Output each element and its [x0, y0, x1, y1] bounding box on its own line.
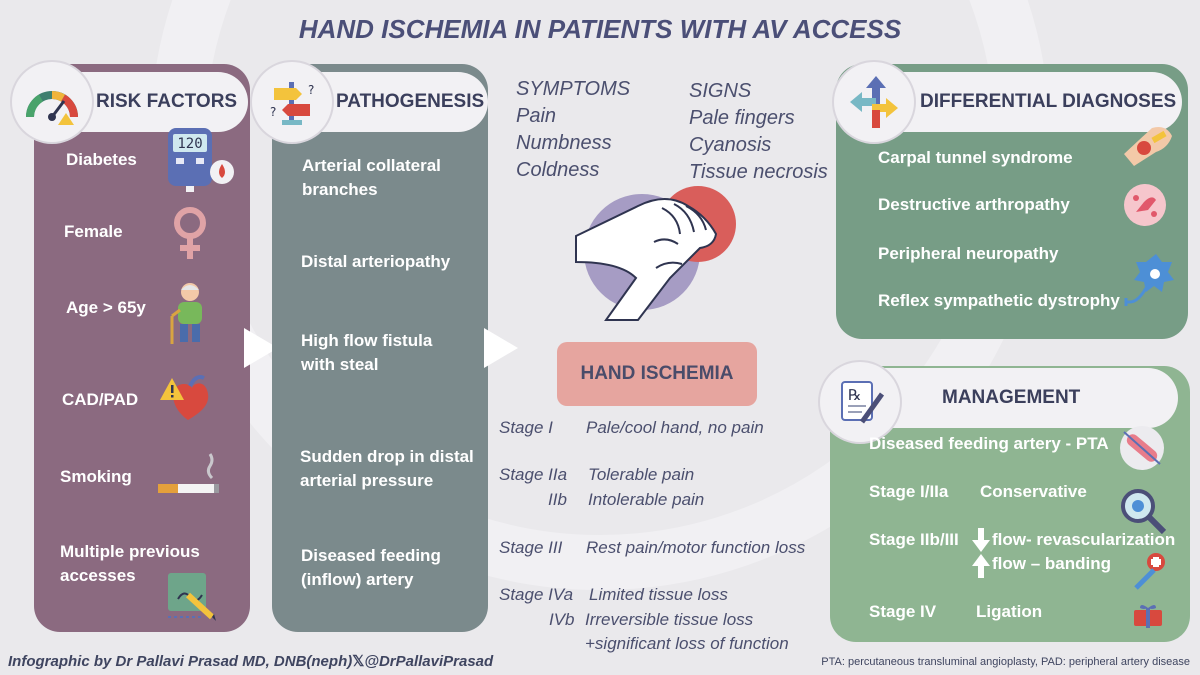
- risk-factors-heading: RISK FACTORS: [96, 91, 238, 112]
- pathogenesis-panel: [272, 64, 488, 632]
- mg-ligation: Ligation: [976, 602, 1043, 621]
- svg-text:?: ?: [270, 105, 276, 119]
- ligation-icon: [1132, 602, 1164, 628]
- pathogenesis-item-steal: High flow fistula with steal: [301, 331, 433, 374]
- cigarette-icon: [156, 450, 222, 498]
- stage-iib-desc: Intolerable pain: [588, 490, 705, 509]
- neuron-icon: [1122, 252, 1176, 310]
- prescription-icon: ℞: [820, 362, 900, 442]
- stage-iib-label: IIb: [548, 490, 567, 509]
- female-symbol-icon: [170, 205, 210, 261]
- arrow-up-icon: [972, 554, 990, 578]
- dd-item-arthropathy: Destructive arthropathy: [878, 195, 1070, 214]
- stage-i-label: Stage I: [499, 418, 553, 437]
- mg-stage-iib-iii: Stage IIb/III: [869, 530, 959, 549]
- stage-iii-label: Stage III: [499, 538, 563, 557]
- dd-item-carpal-tunnel: Carpal tunnel syndrome: [878, 148, 1073, 167]
- risk-item-age: Age > 65y: [66, 298, 146, 317]
- elderly-person-icon: [164, 280, 216, 346]
- symptom-pain: Pain: [516, 105, 557, 127]
- mg-conservative: Conservative: [980, 482, 1087, 501]
- risk-factors-panel: [34, 64, 250, 632]
- svg-text:℞: ℞: [848, 386, 861, 404]
- balloon-catheter-icon: [1118, 424, 1166, 472]
- svg-text:?: ?: [308, 83, 314, 97]
- stage-i-desc: Pale/cool hand, no pain: [586, 418, 764, 437]
- mg-feeding-artery: Diseased feeding artery - PTA: [869, 434, 1109, 453]
- dd-item-neuropathy: Peripheral neuropathy: [878, 244, 1059, 263]
- signs-heading: SIGNS: [689, 80, 752, 102]
- document-pen-icon: [164, 565, 220, 621]
- symptom-coldness: Coldness: [516, 159, 600, 181]
- arrow-down-icon: [972, 528, 990, 552]
- pathogenesis-heading: PATHOGENESIS: [336, 91, 485, 112]
- pathogenesis-item-arteriopathy: Distal arteriopathy: [301, 252, 451, 271]
- wrist-icon: [1122, 124, 1176, 170]
- management-header: MANAGEMENT: [866, 368, 1178, 428]
- mg-stage-iv: Stage IV: [869, 602, 937, 621]
- symptoms-heading: SYMPTOMS: [516, 78, 631, 100]
- page-title: HAND ISCHEMIA IN PATIENTS WITH AV ACCESS: [298, 14, 902, 44]
- footer-abbreviations: PTA: percutaneous transluminal angioplas…: [821, 656, 1190, 668]
- stage-iia-desc: Tolerable pain: [588, 465, 695, 484]
- hand-ischemia-illustration: [566, 182, 756, 332]
- signpost-icon: ? ?: [252, 62, 332, 142]
- risk-item-cad-pad: CAD/PAD: [62, 390, 139, 409]
- sign-cyanosis: Cyanosis: [689, 134, 772, 156]
- footer-handle: @DrPallaviPrasad: [364, 653, 494, 670]
- sign-pale-fingers: Pale fingers: [689, 107, 795, 129]
- pathogenesis-item-feeding-artery: Diseased feeding (inflow) artery: [301, 546, 441, 589]
- stage-iii-desc: Rest pain/motor function loss: [586, 538, 806, 557]
- x-logo-icon: 𝕏: [352, 653, 365, 670]
- stage-iia-label: Stage IIa: [499, 465, 568, 484]
- management-heading: MANAGEMENT: [942, 387, 1081, 408]
- risk-item-multiple-accesses: Multiple previous accesses: [60, 542, 200, 585]
- glucometer-icon: 120: [164, 126, 236, 192]
- stage-iva-label: Stage IVa: [499, 585, 574, 604]
- stage-ivb-desc-extra: +significant loss of function: [585, 634, 789, 653]
- syringe-icon: [1132, 552, 1168, 592]
- hand-ischemia-box: HAND ISCHEMIA: [557, 342, 757, 406]
- heart-warning-icon: [160, 370, 212, 424]
- footer-credit: Infographic by Dr Pallavi Prasad MD, DNB…: [8, 652, 493, 670]
- stage-ivb-desc: Irreversible tissue loss: [585, 610, 754, 629]
- glucometer-reading: 120: [177, 136, 202, 152]
- joint-icon: [1122, 182, 1168, 228]
- stage-iva-desc: Limited tissue loss: [589, 585, 728, 604]
- mg-revascularization: flow- revascularization: [992, 530, 1176, 549]
- symptom-numbness: Numbness: [516, 132, 612, 154]
- risk-item-smoking: Smoking: [60, 467, 132, 486]
- arrow-pathogenesis-to-ischemia: [484, 328, 518, 368]
- risk-item-female: Female: [64, 222, 123, 241]
- mg-stage-i-iia: Stage I/IIa: [869, 482, 949, 501]
- dd-item-reflex-dystrophy: Reflex sympathetic dystrophy: [878, 291, 1120, 310]
- mg-banding: flow – banding: [992, 554, 1111, 573]
- magnifier-icon: [1118, 486, 1168, 536]
- gauge-icon: [12, 62, 92, 142]
- differential-header: DIFFERENTIAL DIAGNOSES: [872, 72, 1182, 132]
- footer-credit-text: Infographic by Dr Pallavi Prasad MD, DNB…: [8, 653, 353, 670]
- pathogenesis-item-pressure-drop: Sudden drop in distal arterial pressure: [300, 447, 474, 490]
- pathogenesis-item-collateral: Arterial collateral branches: [302, 156, 441, 199]
- stage-ivb-label: IVb: [549, 610, 575, 629]
- arrows-direction-icon: [834, 62, 914, 142]
- risk-item-diabetes: Diabetes: [66, 150, 137, 169]
- sign-tissue-necrosis: Tissue necrosis: [689, 161, 828, 183]
- differential-heading: DIFFERENTIAL DIAGNOSES: [920, 91, 1177, 112]
